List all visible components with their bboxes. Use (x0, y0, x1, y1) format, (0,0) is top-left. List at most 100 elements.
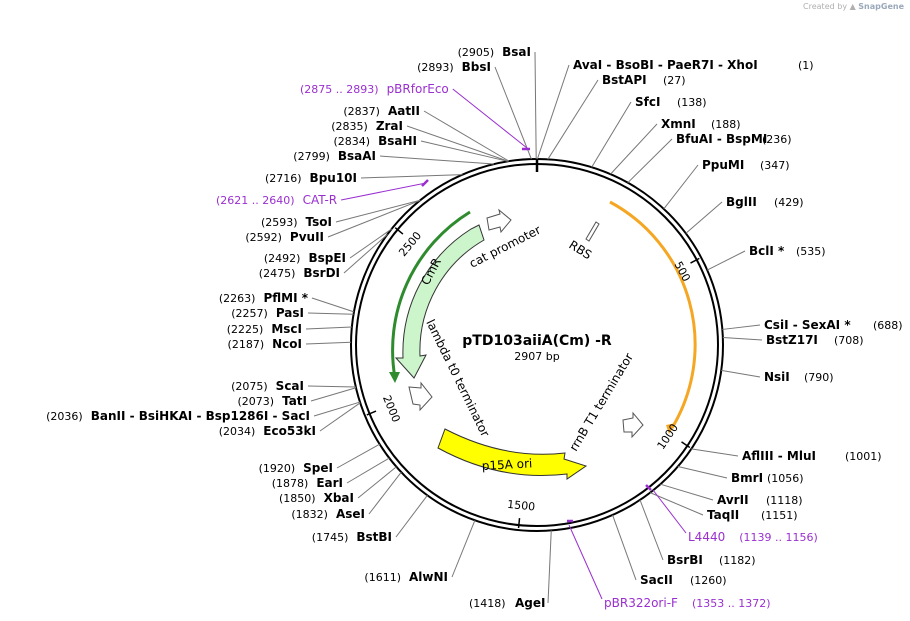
site-leader-line (420, 140, 508, 162)
left-site-entry[interactable]: PasI(2257) (231, 306, 304, 320)
site-leader-line (346, 457, 390, 484)
left-site-entry[interactable]: Eco53kI(2034) (219, 424, 316, 438)
right-site-entry[interactable]: BsrBI(1182) (667, 553, 756, 567)
site-leader-line (305, 326, 352, 330)
left-site-entry[interactable]: BspEI(2492) (264, 251, 346, 265)
site-position: (27) (663, 74, 686, 87)
left-site-entry[interactable]: AlwNI(1611) (364, 570, 448, 584)
left-site-entry[interactable]: MscI(2225) (227, 322, 302, 336)
site-position: (1878) (272, 477, 309, 490)
site-position: (236) (762, 133, 792, 146)
right-site-entry[interactable]: (1418)AgeI (469, 596, 545, 610)
right-site-entry[interactable]: TaqII(1151) (707, 508, 798, 522)
site-position: (2075) (231, 380, 268, 393)
right-site-entry[interactable]: AflIII - MluI(1001) (742, 449, 882, 463)
primer-entry[interactable]: (2621 .. 2640)CAT-R (216, 193, 337, 207)
site-leader-line (423, 110, 510, 162)
left-site-entry[interactable]: BsaI(2905) (458, 45, 531, 59)
primer-name: pBR322ori-F (604, 596, 678, 610)
cmr-feature-shape[interactable] (394, 224, 485, 379)
right-site-entry[interactable]: BclI *(535) (749, 244, 826, 258)
left-site-entry[interactable]: TsoI(2593) (261, 215, 332, 229)
site-leader-line (305, 341, 352, 345)
right-site-entry[interactable]: AvrII(1118) (717, 493, 803, 507)
site-leader-line (327, 200, 421, 238)
site-name: SacII (640, 573, 673, 587)
primer-binding-mark (421, 179, 429, 187)
right-site-entry[interactable]: AvaI - BsoBI - PaeR7I - XhoI(1) (573, 58, 814, 72)
left-site-entry[interactable]: Bpu10I(2716) (265, 171, 357, 185)
cat-promoter-feature[interactable] (486, 208, 512, 234)
right-feature-arc (609, 200, 697, 429)
site-position: (1056) (767, 472, 804, 485)
rrnb-t1-terminator-feature[interactable] (622, 411, 644, 439)
left-site-entry[interactable]: EarI(1878) (272, 476, 343, 490)
site-name: BmrI (731, 471, 763, 485)
scale-tick-label: 2000 (380, 393, 403, 424)
right-site-entry[interactable]: XmnI(188) (661, 117, 741, 131)
right-site-entry[interactable]: BglII(429) (726, 195, 804, 209)
rbs-label: RBS (566, 238, 594, 263)
left-site-entry[interactable]: BstBI(1745) (312, 530, 392, 544)
site-leader-line (379, 155, 495, 165)
left-site-entry[interactable]: XbaI(1850) (279, 491, 354, 505)
site-name: PpuMI (702, 158, 744, 172)
left-site-entry[interactable]: PflMI *(2263) (219, 291, 309, 305)
left-site-entry[interactable]: AseI(1832) (291, 507, 365, 521)
left-site-entry[interactable]: PvuII(2592) (245, 230, 324, 244)
site-name: BstZ17I (766, 333, 818, 347)
site-name: AseI (336, 507, 365, 521)
site-name: AatII (388, 104, 420, 118)
created-by-credit: Created by ▲ SnapGene (803, 2, 904, 11)
site-name: NcoI (272, 337, 302, 351)
right-site-entry[interactable]: BstAPI(27) (602, 73, 686, 87)
left-site-entry[interactable]: TatI(2073) (237, 394, 307, 408)
left-site-entry[interactable]: BbsI(2893) (417, 60, 491, 74)
site-labels: AvaI - BsoBI - PaeR7I - XhoI(1)BstAPI(27… (46, 45, 902, 610)
right-site-entry[interactable]: SacII(1260) (640, 573, 727, 587)
right-site-entry[interactable]: NsiI(790) (764, 370, 834, 384)
scale-tick-label: 1500 (507, 498, 536, 514)
site-position: (2073) (237, 395, 274, 408)
rbs-feature[interactable] (585, 221, 600, 242)
primer-entry[interactable]: L4440(1139 .. 1156) (688, 530, 818, 544)
right-site-entry[interactable]: CsiI - SexAI *(688) (764, 318, 903, 332)
p15a-ori-label: p15A ori (481, 456, 532, 473)
site-leader-line (677, 465, 728, 479)
site-leader-line (368, 471, 402, 515)
left-site-entry[interactable]: BsaHI(2834) (334, 134, 417, 148)
site-position: (2834) (334, 135, 371, 148)
left-site-entry[interactable]: BsrDI(2475) (259, 266, 340, 280)
right-site-entry[interactable]: SfcI(138) (635, 95, 707, 109)
primer-leader-line (568, 524, 603, 600)
primer-entry[interactable]: pBR322ori-F(1353 .. 1372) (604, 596, 771, 610)
scale-tick (366, 410, 377, 416)
site-position: (1151) (761, 509, 798, 522)
site-leader-line (534, 51, 537, 160)
left-site-entry[interactable]: ZraI(2835) (331, 119, 403, 133)
left-site-entry[interactable]: SpeI(1920) (259, 461, 333, 475)
lambda-t0-terminator-feature[interactable] (408, 381, 433, 412)
scale-tick-label: 500 (671, 259, 692, 284)
right-site-entry[interactable]: BstZ17I(708) (766, 333, 864, 347)
right-site-entry[interactable]: BmrI (1056) (731, 471, 804, 485)
right-site-entry[interactable]: PpuMI(347) (702, 158, 790, 172)
site-position: (2893) (417, 61, 454, 74)
left-site-entry[interactable]: ScaI (2075) (231, 379, 304, 393)
site-leader-line (627, 138, 673, 184)
site-name: XbaI (324, 491, 354, 505)
site-leader-line (660, 483, 714, 501)
site-position: (2835) (331, 120, 368, 133)
scale-tick (394, 227, 404, 235)
site-name: AgeI (515, 596, 545, 610)
right-site-entry[interactable]: BfuAI - BspMI(236) (676, 132, 792, 146)
site-name: BclI * (749, 244, 785, 258)
site-name: ScaI (276, 379, 304, 393)
left-site-entry[interactable]: NcoI(2187) (228, 337, 302, 351)
p15a-ori-feature[interactable] (437, 428, 588, 480)
primer-entry[interactable]: (2875 .. 2893)pBRforEco (300, 82, 449, 96)
left-site-entry[interactable]: BanII - BsiHKAI - Bsp1286I - SacI(2036) (46, 409, 310, 423)
left-site-entry[interactable]: BsaAI(2799) (293, 149, 376, 163)
left-site-entry[interactable]: AatII(2837) (343, 104, 420, 118)
